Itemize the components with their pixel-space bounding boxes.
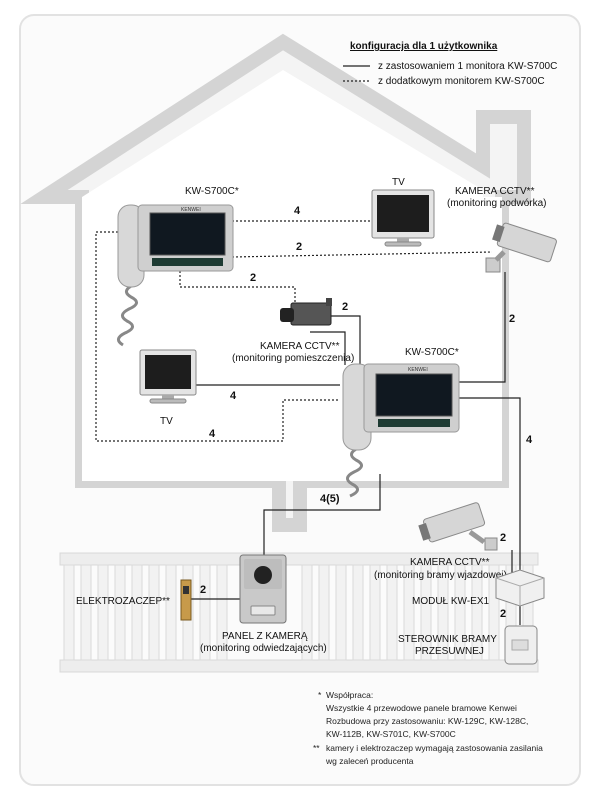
tv-left-label: TV <box>160 416 173 427</box>
note-marker-1: * <box>318 690 322 700</box>
fence-bar <box>369 564 381 661</box>
fence-bar <box>403 564 415 661</box>
panel-camera-icon <box>254 566 272 584</box>
note-2-line-1: kamery i elektrozaczep wymagają zastosow… <box>326 743 543 753</box>
fence-bar <box>216 564 228 661</box>
fence-bar <box>63 564 75 661</box>
note-1-line-3: KW-112B, KW-S701C, KW-S700C <box>326 729 456 739</box>
note-2-line-2: wg zaleceń producenta <box>325 756 414 766</box>
fence-bar <box>352 564 364 661</box>
monitor-keypad <box>152 258 223 266</box>
camera-yard-label-1: KAMERA CCTV** <box>455 186 535 197</box>
monitor-brand: KENWEI <box>408 367 428 373</box>
camera-room-label-1: KAMERA CCTV** <box>260 341 340 352</box>
handset-cord-icon <box>117 283 138 347</box>
lock-label: ELEKTROZACZEP** <box>76 596 170 607</box>
legend: konfiguracja dla 1 użytkownika z zastoso… <box>343 41 557 87</box>
fence-bar <box>437 564 449 661</box>
wire-count: 2 <box>500 608 506 620</box>
monitor-brand: KENWEI <box>181 207 201 213</box>
wires <box>95 220 521 625</box>
fence-bar <box>80 564 92 661</box>
wire-count: 2 <box>342 301 348 313</box>
legend-dotted-label: z dodatkowym monitorem KW-S700C <box>378 76 545 87</box>
fence-bar <box>301 564 313 661</box>
fence-bar <box>318 564 330 661</box>
monitor-screen <box>149 212 226 256</box>
tv-left <box>139 349 197 404</box>
camera-gate-label-2: (monitoring bramy wjazdowej) <box>374 570 507 581</box>
fence-bar <box>335 564 347 661</box>
legend-title: konfiguracja dla 1 użytkownika <box>350 41 498 52</box>
monitor-top-label: KW-S700C* <box>185 186 239 197</box>
fence-bar <box>165 564 177 661</box>
wire-count: 2 <box>250 272 256 284</box>
monitor-screen <box>375 373 453 417</box>
monitor-mid: KENWEI <box>342 363 460 498</box>
wire-count: 2 <box>200 584 206 596</box>
monitor-top: KENWEI <box>117 204 234 347</box>
note-marker-2: ** <box>313 743 320 753</box>
tv-top-label: TV <box>392 177 405 188</box>
electric-lock <box>180 579 192 621</box>
wire-count: 2 <box>500 532 506 544</box>
camera-gate-label-1: KAMERA CCTV** <box>410 557 490 568</box>
wire-count: 4 <box>230 390 237 402</box>
fence-bar <box>420 564 432 661</box>
legend-solid-label: z zastosowaniem 1 monitora KW-S700C <box>378 61 557 72</box>
gate-controller <box>504 625 538 665</box>
handset-cord-icon <box>346 446 363 498</box>
note-1-line-2: Rozbudowa przy zastosowaniu: KW-129C, KW… <box>326 716 528 726</box>
note-1-title: Współpraca: <box>326 690 373 700</box>
fence-bar <box>148 564 160 661</box>
door-panel <box>239 554 287 624</box>
fence <box>59 552 539 673</box>
fence-bar <box>199 564 211 661</box>
wire-count: 4(5) <box>320 493 340 505</box>
camera-yard-label-2: (monitoring podwórka) <box>447 198 547 209</box>
panel-label-2: (monitoring odwiedzających) <box>200 643 327 654</box>
wire-count-labels: 4 2 2 2 2 4 4 4(5) 4 2 2 2 <box>200 205 533 620</box>
wire-count: 4 <box>526 434 533 446</box>
panel-label-1: PANEL Z KAMERĄ <box>222 631 308 642</box>
module-kw-ex1 <box>495 569 545 607</box>
controller-label-1: STEROWNIK BRAMY <box>398 634 497 645</box>
wire-count: 4 <box>294 205 301 217</box>
wire-count: 2 <box>509 313 515 325</box>
wire-count: 2 <box>296 241 302 253</box>
fence-bar <box>114 564 126 661</box>
fence-bar <box>97 564 109 661</box>
camera-room-label-2: (monitoring pomieszczenia) <box>232 353 354 364</box>
fence-bar <box>131 564 143 661</box>
tv-top <box>371 189 435 247</box>
footnotes: * Współpraca: Wszystkie 4 przewodowe pan… <box>313 690 543 766</box>
fence-bar <box>488 564 500 661</box>
wire-count: 4 <box>209 428 216 440</box>
camera-yard <box>485 222 557 273</box>
camera-gate <box>418 502 498 551</box>
fence-bar <box>454 564 466 661</box>
camera-room <box>280 298 332 326</box>
module-label: MODUŁ KW-EX1 <box>412 596 489 607</box>
fence-bar <box>471 564 483 661</box>
note-1-line-1: Wszystkie 4 przewodowe panele bramowe Ke… <box>326 703 517 713</box>
monitor-keypad <box>378 419 450 427</box>
controller-label-2: PRZESUWNEJ <box>415 646 484 657</box>
fence-bar <box>386 564 398 661</box>
monitor-mid-label: KW-S700C* <box>405 347 459 358</box>
